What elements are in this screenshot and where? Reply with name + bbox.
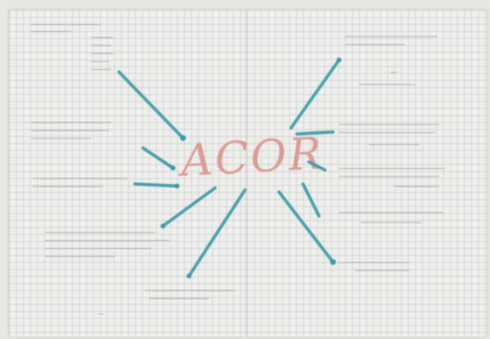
arrow-head [336,57,342,63]
paper-fold [245,10,248,337]
arrow-layer [117,57,342,279]
arrow-head [330,259,336,265]
arrow-right-lower [301,182,321,218]
arrow-left-lower [161,186,217,228]
graph-paper-sheet: ~ ACOR [9,10,487,337]
arrow-bottom-center [187,188,247,278]
arrow-bottom-right [277,190,335,264]
arrow-head [174,183,180,189]
arrow-left-middle [133,182,179,188]
arrow-left-upper [141,146,175,170]
arrow-head [160,223,166,229]
arrow-right-middle [307,160,327,172]
arrow-right-upper [295,130,335,136]
arrow-head [170,165,176,171]
arrow-top-left [117,70,185,140]
arrow-head [180,135,186,141]
pencil-mark: ~ [97,310,105,320]
arrow-head [186,273,192,279]
arrow-top-right [289,58,341,130]
